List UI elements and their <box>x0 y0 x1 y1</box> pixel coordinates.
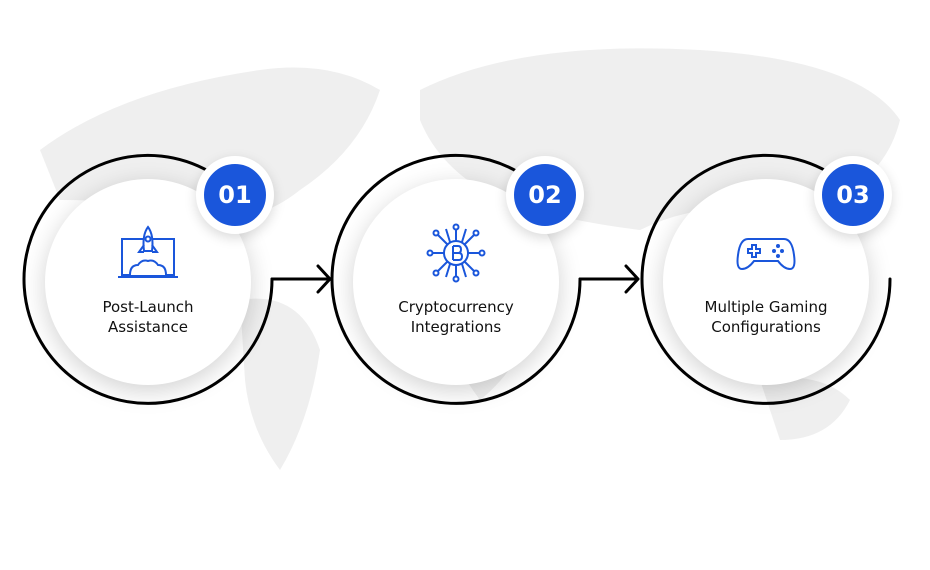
step-label-line: Integrations <box>410 318 502 336</box>
step-number-badge-1: 01 <box>196 156 274 234</box>
connector-arrow-2 <box>578 264 640 294</box>
ring-1 <box>22 153 274 405</box>
step-label-line: Assistance <box>108 318 188 336</box>
ring-2 <box>330 153 582 405</box>
step-label-line: Cryptocurrency <box>398 298 514 316</box>
connector-arrow-1 <box>270 264 332 294</box>
step-number-badge-2: 02 <box>506 156 584 234</box>
rocket-laptop-icon <box>118 225 178 278</box>
step-label: Cryptocurrency Integrations <box>398 297 513 337</box>
step-label: Multiple Gaming Configurations <box>705 297 828 337</box>
step-number-badge-3: 03 <box>814 156 892 234</box>
bitcoin-network-icon <box>426 223 486 283</box>
step-label-line: Configurations <box>711 318 821 336</box>
step-label: Post-Launch Assistance <box>102 297 193 337</box>
gamepad-icon <box>736 238 796 271</box>
step-label-line: Post-Launch <box>102 298 194 316</box>
step-label-line: Multiple Gaming <box>704 298 828 316</box>
ring-3 <box>640 153 892 405</box>
